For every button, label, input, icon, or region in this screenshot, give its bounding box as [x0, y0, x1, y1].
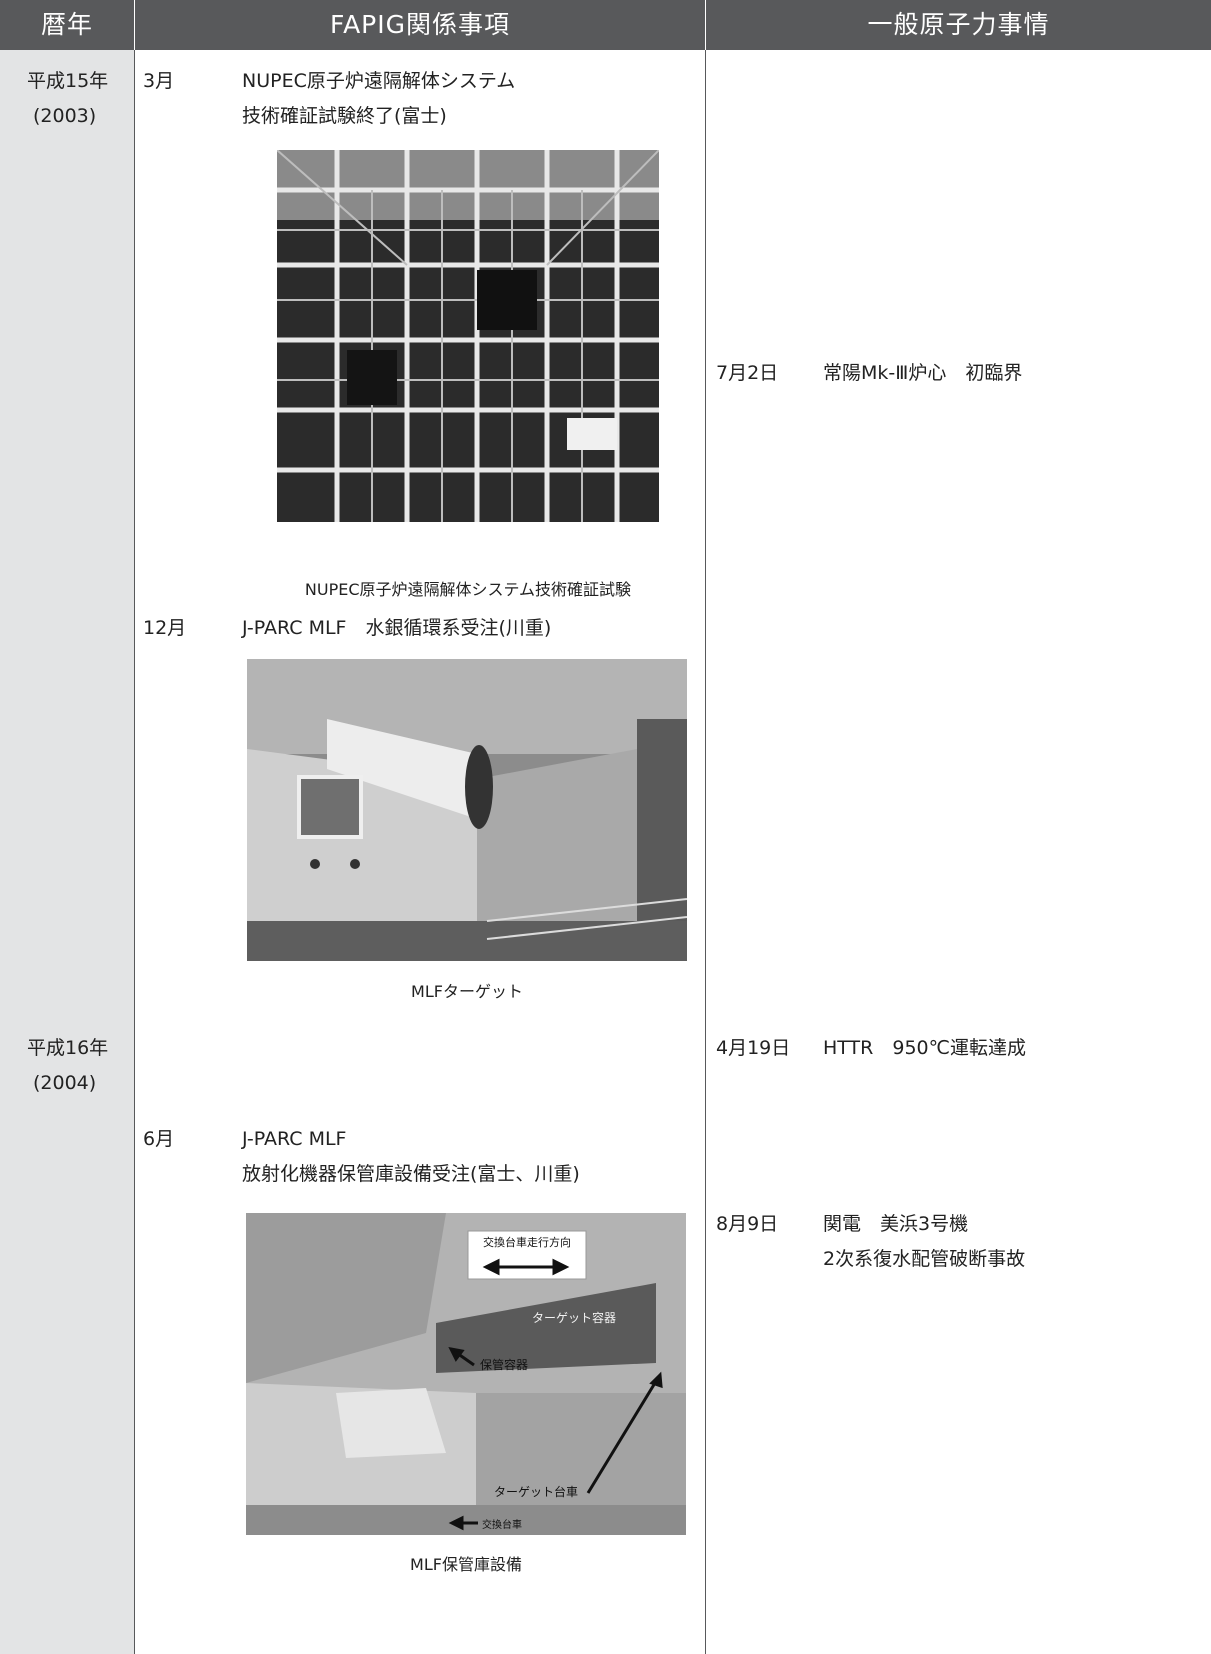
mlf-storage-photo: 交換台車走行方向 ターゲット容器 保管容器 ターゲット台車 交換台車	[246, 1213, 686, 1535]
photo-label: ターゲット台車	[494, 1485, 579, 1499]
event-text: 技術確証試験終了(富士)	[242, 105, 447, 127]
photo-label: 保管容器	[480, 1358, 529, 1372]
divider-year	[134, 50, 135, 1654]
header-fapig: FAPIG関係事項	[135, 0, 705, 50]
year-2003-ad: (2003)	[33, 105, 97, 127]
photo-label: 交換台車走行方向	[483, 1236, 571, 1249]
event-text: J-PARC MLF	[242, 1128, 347, 1150]
general-date: 7月2日	[716, 362, 779, 384]
mlf-target-photo	[247, 659, 687, 961]
event-month: 12月	[143, 617, 187, 639]
event-text: J-PARC MLF 水銀循環系受注(川重)	[242, 617, 552, 639]
year-column	[0, 50, 134, 1654]
general-text: HTTR 950℃運転達成	[823, 1037, 1026, 1059]
photo-label: 交換台車	[482, 1520, 522, 1531]
header-year: 暦年	[0, 0, 134, 50]
photo-caption: MLF保管庫設備	[410, 1555, 522, 1574]
general-text: 2次系復水配管破断事故	[823, 1248, 1026, 1270]
general-date: 4月19日	[716, 1037, 791, 1059]
photo-caption: MLFターゲット	[411, 982, 523, 1001]
nupec-test-photo	[277, 150, 659, 522]
photo-caption: NUPEC原子炉遠隔解体システム技術確証試験	[304, 580, 632, 599]
general-text: 関電 美浜3号機	[823, 1213, 969, 1235]
year-2004-era: 平成16年	[27, 1037, 109, 1059]
photo-label: ターゲット容器	[532, 1311, 617, 1325]
event-text: 放射化機器保管庫設備受注(富士、川重)	[242, 1163, 580, 1185]
general-date: 8月9日	[716, 1213, 779, 1235]
event-text: NUPEC原子炉遠隔解体システム	[242, 70, 516, 92]
year-2003-era: 平成15年	[27, 70, 109, 92]
event-month: 3月	[143, 70, 175, 92]
divider-general	[705, 50, 706, 1654]
year-2004-ad: (2004)	[33, 1072, 97, 1094]
event-month: 6月	[143, 1128, 175, 1150]
header-general: 一般原子力事情	[706, 0, 1211, 50]
general-text: 常陽Mk-Ⅲ炉心 初臨界	[823, 362, 1023, 384]
